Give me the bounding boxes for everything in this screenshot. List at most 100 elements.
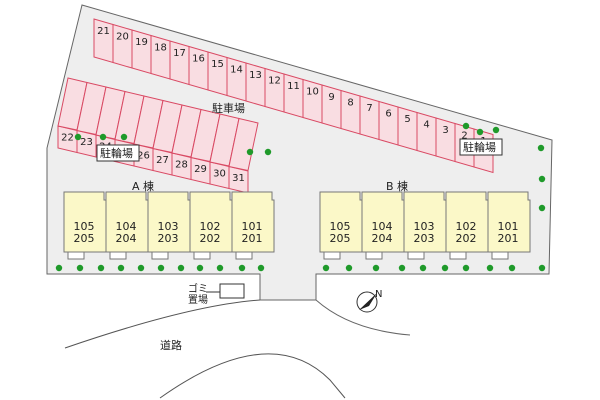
- upper-stall-label: 11: [287, 81, 300, 92]
- tree-icon: [76, 264, 84, 272]
- tree-icon: [398, 264, 406, 272]
- tree-icon: [238, 264, 246, 272]
- upper-stall-label: 18: [154, 42, 167, 53]
- lower-stall-label: 26: [137, 150, 150, 161]
- tree-icon: [486, 264, 494, 272]
- unit-number-lower: 201: [242, 232, 263, 245]
- entrance: [491, 251, 509, 260]
- upper-stall-label: 20: [116, 31, 129, 42]
- upper-stall-label: 13: [249, 70, 262, 81]
- unit-number-lower: 205: [74, 232, 95, 245]
- tree-icon: [55, 264, 63, 272]
- bike-parking-left-box: [96, 144, 140, 162]
- unit-number-lower: 204: [372, 232, 393, 245]
- tree-icon: [74, 133, 82, 141]
- unit-number-upper: 104: [372, 220, 393, 233]
- tree-icon: [441, 264, 449, 272]
- tree-icon: [120, 133, 128, 141]
- entrance: [193, 251, 211, 260]
- unit-number-upper: 101: [242, 220, 263, 233]
- entrance: [449, 251, 467, 260]
- upper-stall-label: 19: [135, 37, 148, 48]
- parking-label: 駐車場: [212, 101, 245, 115]
- upper-stall-label: 21: [97, 26, 110, 37]
- tree-icon: [137, 264, 145, 272]
- north-arrow-icon: N: [356, 289, 382, 313]
- tree-icon: [538, 175, 546, 183]
- upper-stall-label: 7: [366, 103, 372, 114]
- tree-icon: [372, 264, 380, 272]
- tree-icon: [216, 264, 224, 272]
- lower-stall-label: 27: [156, 155, 169, 166]
- unit-number-upper: 103: [158, 220, 179, 233]
- unit-number-upper: 101: [498, 220, 519, 233]
- bike-parking-left-label: 駐輪場: [100, 146, 133, 160]
- unit-101: [487, 191, 531, 253]
- unit-number-upper: 104: [116, 220, 137, 233]
- upper-stall-label: 6: [385, 108, 391, 119]
- building-b-label: B 棟: [386, 179, 408, 193]
- road-label: 道路: [160, 338, 182, 352]
- tree-icon: [419, 264, 427, 272]
- upper-stall-label: 12: [268, 75, 281, 86]
- lower-stall-label: 31: [232, 173, 245, 184]
- unit-number-lower: 204: [116, 232, 137, 245]
- garbage-label-1: ゴミ: [188, 282, 208, 295]
- trees: [55, 122, 546, 272]
- lower-stall-label: 29: [194, 164, 207, 175]
- unit-number-lower: 203: [414, 232, 435, 245]
- unit-number-lower: 201: [498, 232, 519, 245]
- garbage-area: [219, 283, 245, 299]
- tree-icon: [99, 133, 107, 141]
- driveway-edge: [315, 299, 411, 336]
- upper-stall-label: 2: [461, 130, 467, 141]
- tree-icon: [177, 264, 185, 272]
- bike-parking-right-label: 駐輪場: [463, 140, 496, 154]
- parking-row-upper: 212019181716151413121110987654321: [93, 18, 494, 174]
- entrance: [365, 251, 383, 260]
- tree-icon: [257, 264, 265, 272]
- tree-icon: [322, 264, 330, 272]
- upper-stall-label: 10: [306, 86, 319, 97]
- tree-icon: [117, 264, 125, 272]
- unit-101: [231, 191, 275, 253]
- entrance: [109, 251, 127, 260]
- tree-icon: [537, 144, 545, 152]
- unit-number-lower: 202: [456, 232, 477, 245]
- unit-number-upper: 102: [456, 220, 477, 233]
- entrance: [323, 251, 341, 260]
- tree-icon: [462, 122, 470, 130]
- building-a-label: A 棟: [132, 179, 154, 193]
- tree-icon: [157, 264, 165, 272]
- tree-icon: [196, 264, 204, 272]
- upper-stall-label: 14: [230, 64, 243, 75]
- unit-number-upper: 105: [330, 220, 351, 233]
- north-label: N: [375, 289, 382, 300]
- unit-number-lower: 205: [330, 232, 351, 245]
- unit-number-upper: 102: [200, 220, 221, 233]
- tree-icon: [538, 204, 546, 212]
- upper-stall-label: 4: [423, 119, 429, 130]
- tree-icon: [462, 264, 470, 272]
- tree-icon: [246, 148, 254, 156]
- tree-icon: [97, 264, 105, 272]
- upper-stall-label: 5: [404, 114, 410, 125]
- tree-icon: [538, 264, 546, 272]
- tree-icon: [264, 148, 272, 156]
- lower-stall-label: 23: [80, 137, 93, 148]
- garbage-label-2: 置場: [188, 293, 208, 306]
- entrance: [67, 251, 85, 260]
- entrance: [407, 251, 425, 260]
- entrance: [151, 251, 169, 260]
- road-edge-lower: [159, 353, 346, 399]
- unit-number-lower: 202: [200, 232, 221, 245]
- upper-stall-label: 8: [347, 97, 353, 108]
- upper-stall-label: 15: [211, 59, 224, 70]
- tree-icon: [476, 128, 484, 136]
- tree-icon: [345, 264, 353, 272]
- unit-number-upper: 103: [414, 220, 435, 233]
- tree-icon: [508, 264, 516, 272]
